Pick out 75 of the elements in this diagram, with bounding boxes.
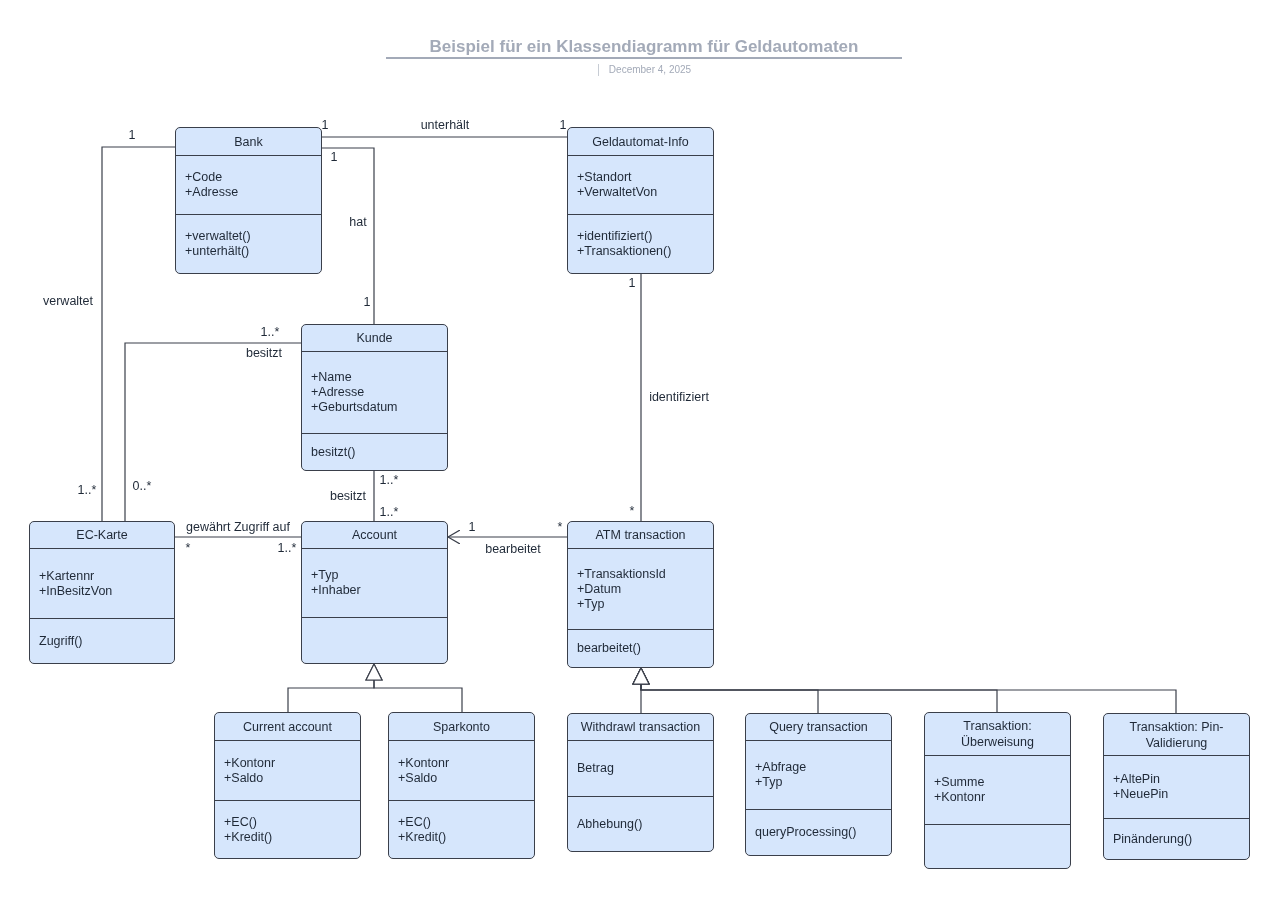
method-list: Zugriff() <box>39 633 83 649</box>
class-box <box>388 712 535 859</box>
generalization-arrow <box>632 667 1177 714</box>
attribute-list: Betrag <box>577 761 614 776</box>
class-name: Transaktion: Pin-Validierung <box>1128 718 1225 751</box>
attribute-list: +Code +Adresse <box>185 170 239 200</box>
association-line <box>101 146 176 522</box>
class-name: EC-Karte <box>76 527 128 543</box>
class-name: Query transaction <box>769 719 868 735</box>
association-line <box>124 342 302 522</box>
multiplicity-label: 1..* <box>379 473 399 487</box>
method-list: +identifiziert() +Transaktionen() <box>577 229 672 259</box>
attribute-list: +Kontonr +Saldo <box>398 755 450 786</box>
association-line <box>373 470 375 522</box>
class-box <box>567 521 714 668</box>
multiplicity-label: * <box>557 520 563 534</box>
class-box <box>924 712 1071 869</box>
class-name: Current account <box>243 718 332 735</box>
method-list: bearbeitet() <box>577 641 641 656</box>
date-text: December 4, 2025 <box>608 63 692 77</box>
class-name: Account <box>351 527 398 543</box>
class-box <box>301 324 448 471</box>
multiplicity-label: 1 <box>128 128 136 142</box>
attribute-list: +TransaktionsId +Datum +Typ <box>577 566 666 612</box>
method-list: besitzt() <box>311 444 356 460</box>
edge-label: gewährt Zugriff auf <box>184 519 292 535</box>
attribute-list: +Standort +VerwaltetVon <box>577 170 658 200</box>
method-list: queryProcessing() <box>755 825 857 840</box>
method-list: +EC() +Kredit() <box>398 814 447 845</box>
association-line <box>447 529 568 545</box>
multiplicity-label: 1 <box>559 118 567 132</box>
association-line <box>640 273 642 522</box>
multiplicity-label: 1 <box>363 295 371 309</box>
attribute-list: +AltePin +NeuePin <box>1113 772 1169 802</box>
class-box <box>567 713 714 852</box>
multiplicity-label: * <box>629 504 635 518</box>
multiplicity-label: 1 <box>628 276 636 290</box>
class-box <box>29 521 175 664</box>
generalization-arrow <box>365 663 463 713</box>
method-list: +EC() +Kredit() <box>224 814 273 845</box>
class-name: ATM transaction <box>595 527 686 543</box>
class-box <box>567 127 714 274</box>
attribute-list: +Kartennr +InBesitzVon <box>39 568 113 599</box>
class-box <box>1103 713 1250 860</box>
attribute-list: +Typ +Inhaber <box>311 568 361 598</box>
multiplicity-label: 1 <box>330 150 338 164</box>
association-line <box>321 136 568 138</box>
association-line <box>174 536 302 538</box>
class-name: Bank <box>234 133 263 150</box>
class-name: Withdrawl transaction <box>580 719 701 735</box>
class-name: Kunde <box>356 330 393 346</box>
class-name: Sparkonto <box>433 718 490 735</box>
association-line <box>321 147 375 325</box>
class-box <box>214 712 361 859</box>
multiplicity-label: 1..* <box>277 541 297 555</box>
title: Beispiel für ein Klassendiagramm für Geldautomaten <box>428 36 860 58</box>
attribute-list: +Abfrage +Typ <box>755 760 807 790</box>
class-box <box>301 521 448 664</box>
multiplicity-label: * <box>185 541 191 555</box>
attribute-list: +Summe +Kontonr <box>934 775 986 805</box>
class-box <box>175 127 322 274</box>
class-name: Geldautomat-Info <box>592 133 689 150</box>
method-list: Abhebung() <box>577 816 643 832</box>
multiplicity-label: 1 <box>321 118 329 132</box>
multiplicity-label: 1..* <box>77 483 97 497</box>
attribute-list: +Kontonr +Saldo <box>224 755 276 786</box>
class-box <box>745 713 892 856</box>
class-name: Transaktion: Überweisung <box>960 718 1035 750</box>
multiplicity-label: 1..* <box>260 325 280 339</box>
multiplicity-label: 1..* <box>379 505 399 519</box>
method-list: Pinänderung() <box>1113 831 1193 847</box>
attribute-list: +Name +Adresse +Geburtsdatum <box>311 370 398 415</box>
multiplicity-label: 1 <box>468 520 476 534</box>
method-list: +verwaltet() +unterhält() <box>185 229 251 259</box>
multiplicity-label: 0..* <box>132 479 152 493</box>
